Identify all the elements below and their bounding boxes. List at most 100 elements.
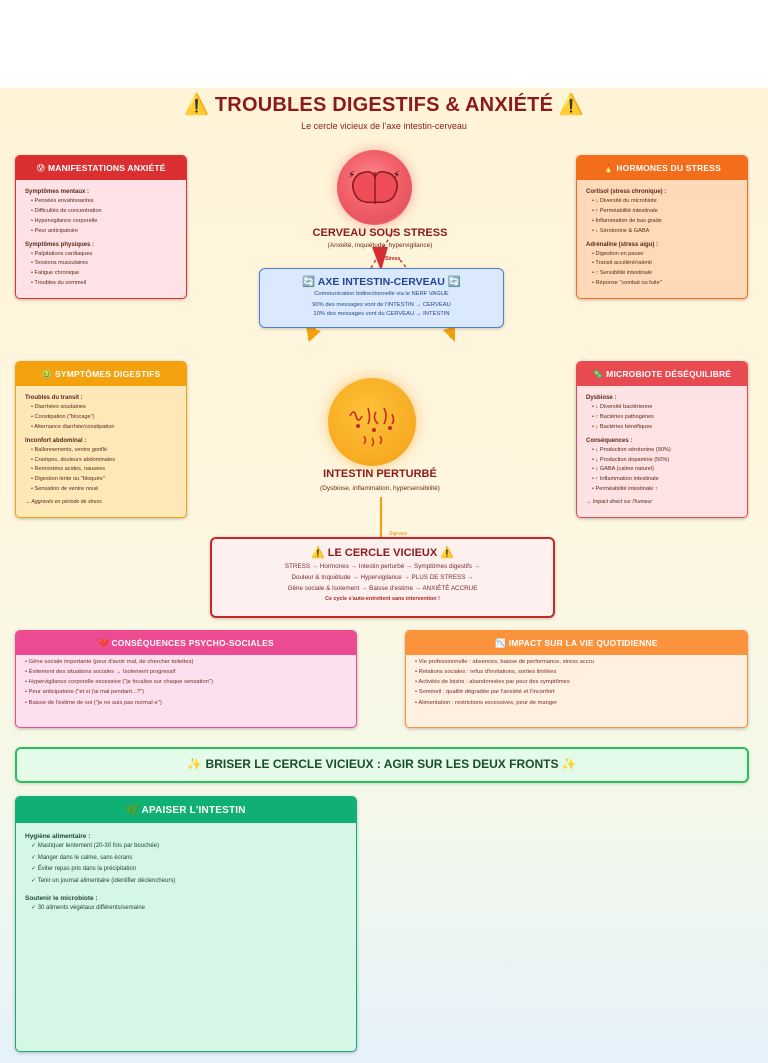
- gut-illustration: [328, 378, 416, 466]
- intestine-icon: [349, 407, 395, 447]
- list-item: Réponse "combat ou fuite": [592, 280, 738, 287]
- right-arrow-head: [443, 326, 455, 342]
- vicious-title: ⚠️ LE CERCLE VICIEUX ⚠️: [311, 547, 454, 559]
- lightning-right-icon: ⚡: [393, 170, 400, 181]
- gut-care-section-microbiote: Soutenir le microbiote :: [25, 895, 98, 902]
- list-item: Peur anticipatoire: [31, 228, 177, 235]
- vicious-line-1: STRESS → Hormones → Intestin perturbé → …: [284, 563, 481, 570]
- list-item: Relations sociales : refus d'invitations…: [415, 669, 738, 676]
- gut-subtitle: (Dysbiose, inflammation, hypersensibilit…: [320, 485, 440, 492]
- list-item: ↓ Sérotonine & GABA: [592, 228, 738, 235]
- axis-box: 🔄 AXE INTESTIN-CERVEAU 🔄 Communication b…: [259, 268, 504, 328]
- daily-impact-card: 📉 IMPACT SUR LA VIE QUOTIDIENNE Vie prof…: [405, 630, 748, 728]
- microbiote-note: → Impact direct sur l'humeur: [586, 499, 653, 506]
- gut-care-card-title: 🌿 APAISER L'INTESTIN: [16, 797, 356, 823]
- list-item: Inflammation de bas grade: [592, 218, 738, 225]
- list-item: Mastiquer lentement (20-30 fois par bouc…: [31, 843, 347, 851]
- list-item: Transit accéléré/ralenti: [592, 260, 738, 267]
- vicious-circle-box: ⚠️ LE CERCLE VICIEUX ⚠️ STRESS → Hormone…: [210, 537, 555, 618]
- microbiote-card-title: 🦠 MICROBIOTE DÉSÉQUILIBRÉ: [577, 362, 747, 386]
- gut-title: INTESTIN PERTURBÉ: [323, 468, 437, 480]
- axis-line-2: 90% des messages vont de l'INTESTIN → CE…: [312, 302, 451, 308]
- list-item: ↓ GABA (calme naturel): [592, 466, 738, 473]
- list-item: Alimentation : restrictions excessives, …: [415, 700, 738, 707]
- brain-subtitle: (Anxiété, inquiétude, hypervigilance): [327, 242, 433, 249]
- list-item: ↓ Bactéries bénéfiques: [592, 424, 738, 431]
- psycho-card-title: 💔 CONSÉQUENCES PSYCHO-SOCIALES: [16, 631, 356, 655]
- list-item: Évitement des situations sociales → Isol…: [25, 669, 347, 676]
- list-item: Sommeil : qualité dégradée par l'anxiété…: [415, 689, 738, 696]
- vicious-line-3: Gêne sociale & Isolement → Baisse d'esti…: [287, 585, 478, 592]
- axis-line-3: 10% des messages vont du CERVEAU → INTES…: [313, 311, 450, 317]
- list-item: Ballonnements, ventre gonflé: [31, 447, 177, 454]
- list-item: Peur anticipatoire ("et si j'ai mal pend…: [25, 689, 347, 696]
- page-title: ⚠️ TROUBLES DIGESTIFS & ANXIÉTÉ ⚠️: [184, 94, 584, 116]
- brain-title: CERVEAU SOUS STRESS: [312, 227, 448, 239]
- list-item: Perméabilité intestinale ↑: [592, 486, 738, 493]
- list-item: Constipation ("blocage"): [31, 414, 177, 421]
- brain-illustration: ⚡ ⚡: [337, 150, 412, 225]
- left-arrow-head: [306, 326, 321, 342]
- stress-arrow-label: Stress: [385, 256, 401, 262]
- digestive-card-title: 🤢 SYMPTÔMES DIGESTIFS: [16, 362, 186, 386]
- microbiote-section-dysbiose: Dysbiose :: [586, 395, 617, 401]
- axis-line-1: Communication bidirectionnelle via le NE…: [314, 291, 449, 297]
- banner-text: ✨ BRISER LE CERCLE VICIEUX : AGIR SUR LE…: [187, 757, 577, 771]
- list-item: ↓ Production dopamine (50%): [592, 457, 738, 464]
- list-item: ↑ Bactéries pathogènes: [592, 414, 738, 421]
- gut-care-section-hygiene: Hygiène alimentaire :: [25, 833, 91, 840]
- anxiety-section-physical: Symptômes physiques :: [25, 241, 95, 248]
- hormones-section-adrenaline: Adrénaline (stress aigu) :: [586, 241, 659, 248]
- list-item: Activités de loisirs : abandonnées par p…: [415, 679, 738, 686]
- lightning-left-icon: ⚡: [348, 170, 355, 181]
- list-item: Éviter repas pris dans la précipitation: [31, 866, 347, 874]
- stress-arrow-head: [372, 247, 388, 271]
- signals-arrow-label: Signaux: [389, 531, 408, 537]
- digestive-section-transit: Troubles du transit :: [25, 395, 83, 401]
- break-cycle-banner: ✨ BRISER LE CERCLE VICIEUX : AGIR SUR LE…: [15, 747, 749, 783]
- list-item: Difficultés de concentration: [31, 208, 177, 215]
- vicious-line-2: Douleur & Inquiétude → Hypervigilance → …: [291, 574, 474, 581]
- page-subtitle: Le cercle vicieux de l'axe intestin-cerv…: [301, 121, 467, 131]
- brain-icon: ⚡ ⚡: [348, 170, 400, 204]
- digestive-note: → Aggravés en période de stress: [25, 499, 102, 506]
- hormones-card-title: 🔥 HORMONES DU STRESS: [577, 156, 747, 180]
- list-item: Vie professionnelle : absences, baisse d…: [415, 659, 738, 666]
- daily-impact-card-title: 📉 IMPACT SUR LA VIE QUOTIDIENNE: [406, 631, 747, 655]
- hormones-section-cortisol: Cortisol (stress chronique) :: [586, 189, 667, 195]
- list-item: Troubles du sommeil: [31, 280, 177, 287]
- list-item: ↓ Production sérotonine (90%): [592, 447, 738, 454]
- list-item: ↑ Inflammation intestinale: [592, 476, 738, 483]
- gut-care-card: 🌿 APAISER L'INTESTIN Hygiène alimentaire…: [15, 796, 357, 1052]
- list-item: 30 aliments végétaux différents/semaine: [31, 905, 347, 913]
- anxiety-card-title: 😰 MANIFESTATIONS ANXIÉTÉ: [16, 156, 186, 180]
- anxiety-section-mental: Symptômes mentaux :: [25, 189, 90, 195]
- vicious-caption: Ce cycle s'auto-entretient sans interven…: [325, 596, 440, 602]
- digestive-card: 🤢 SYMPTÔMES DIGESTIFS Troubles du transi…: [15, 361, 187, 518]
- list-item: Crampes, douleurs abdominales: [31, 457, 177, 464]
- digestive-section-discomfort: Inconfort abdominal :: [25, 437, 87, 444]
- list-item: ↓ Diversité du microbiote: [592, 198, 738, 205]
- list-item: ↑ Perméabilité intestinale: [592, 208, 738, 215]
- microbiote-section-consequences: Conséquences :: [586, 437, 633, 444]
- list-item: Manger dans le calme, sans écrans: [31, 855, 347, 863]
- list-item: Hypervigilance corporelle excessive ("je…: [25, 679, 347, 686]
- list-item: Gêne sociale importante (peur d'avoir ma…: [25, 659, 347, 666]
- list-item: Baisse de l'estime de soi ("je ne suis p…: [25, 700, 347, 707]
- list-item: Sensation de ventre noué: [31, 486, 177, 493]
- anxiety-card: 😰 MANIFESTATIONS ANXIÉTÉ Symptômes menta…: [15, 155, 187, 299]
- list-item: Fatigue chronique: [31, 270, 177, 277]
- list-item: Pensées envahissantes: [31, 198, 177, 205]
- microbiote-card: 🦠 MICROBIOTE DÉSÉQUILIBRÉ Dysbiose : ↓ D…: [576, 361, 748, 518]
- list-item: Remontées acides, nausées: [31, 466, 177, 473]
- axis-title: 🔄 AXE INTESTIN-CERVEAU 🔄: [302, 276, 461, 288]
- list-item: Digestion en pause: [592, 251, 738, 258]
- list-item: Tenir un journal alimentaire (identifier…: [31, 878, 347, 886]
- list-item: Diarrhées soudaines: [31, 404, 177, 411]
- psycho-card: 💔 CONSÉQUENCES PSYCHO-SOCIALES Gêne soci…: [15, 630, 357, 728]
- list-item: Hypervigilance corporelle: [31, 218, 177, 225]
- list-item: Alternance diarrhée/constipation: [31, 424, 177, 431]
- list-item: Palpitations cardiaques: [31, 251, 177, 258]
- list-item: ↓ Diversité bactérienne: [592, 404, 738, 411]
- list-item: ↑ Sensibilité intestinale: [592, 270, 738, 277]
